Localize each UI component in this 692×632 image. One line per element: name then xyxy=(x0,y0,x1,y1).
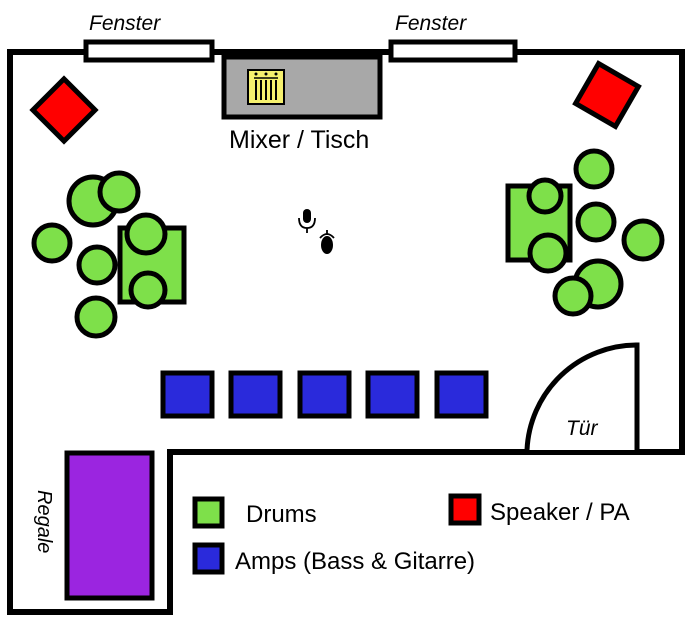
shelves-label: Regale xyxy=(33,490,55,553)
amp-3 xyxy=(297,370,352,419)
drum-right-4 xyxy=(621,218,665,262)
legend-swatch-amps xyxy=(192,542,225,575)
drum-left-5 xyxy=(124,212,168,256)
drum-right-1 xyxy=(573,148,615,190)
drum-left-7 xyxy=(74,295,118,339)
drum-left-4 xyxy=(76,244,118,286)
door: Tür xyxy=(524,342,640,451)
drum-right-3 xyxy=(575,201,617,243)
door-swing xyxy=(524,342,640,451)
mixer-label: Mixer / Tisch xyxy=(229,126,369,154)
amp-1 xyxy=(160,370,215,419)
drum-left-6 xyxy=(128,270,168,310)
shelves xyxy=(64,450,155,601)
amp-4 xyxy=(365,370,420,419)
window-left-label: Fenster xyxy=(89,12,161,35)
drum-kit-left xyxy=(31,170,187,339)
amps-row xyxy=(160,370,489,419)
speaker-right xyxy=(572,60,642,130)
drum-left-2 xyxy=(97,170,141,214)
drum-kit-right xyxy=(505,148,665,317)
window-left xyxy=(83,39,215,63)
legend-swatch-speaker xyxy=(448,493,482,526)
drum-right-2 xyxy=(526,177,564,215)
drum-right-7 xyxy=(552,275,594,317)
legend-label-drums: Drums xyxy=(246,501,317,528)
microphone-icon xyxy=(298,209,316,233)
mixer-console-icon xyxy=(247,69,285,105)
amp-2 xyxy=(228,370,283,419)
legend: Drums Speaker / PA Amps (Bass & Gitarre) xyxy=(192,493,630,575)
mic-base-icon xyxy=(319,230,335,254)
speaker-left xyxy=(29,75,99,145)
legend-label-amps: Amps (Bass & Gitarre) xyxy=(235,548,475,575)
door-label: Tür xyxy=(566,417,599,440)
legend-label-speaker: Speaker / PA xyxy=(490,499,630,526)
legend-swatch-drums xyxy=(192,496,225,529)
amp-5 xyxy=(434,370,489,419)
drum-left-3 xyxy=(31,222,73,264)
drum-right-5 xyxy=(527,232,569,274)
window-right-label: Fenster xyxy=(395,12,467,35)
window-right xyxy=(388,39,518,63)
